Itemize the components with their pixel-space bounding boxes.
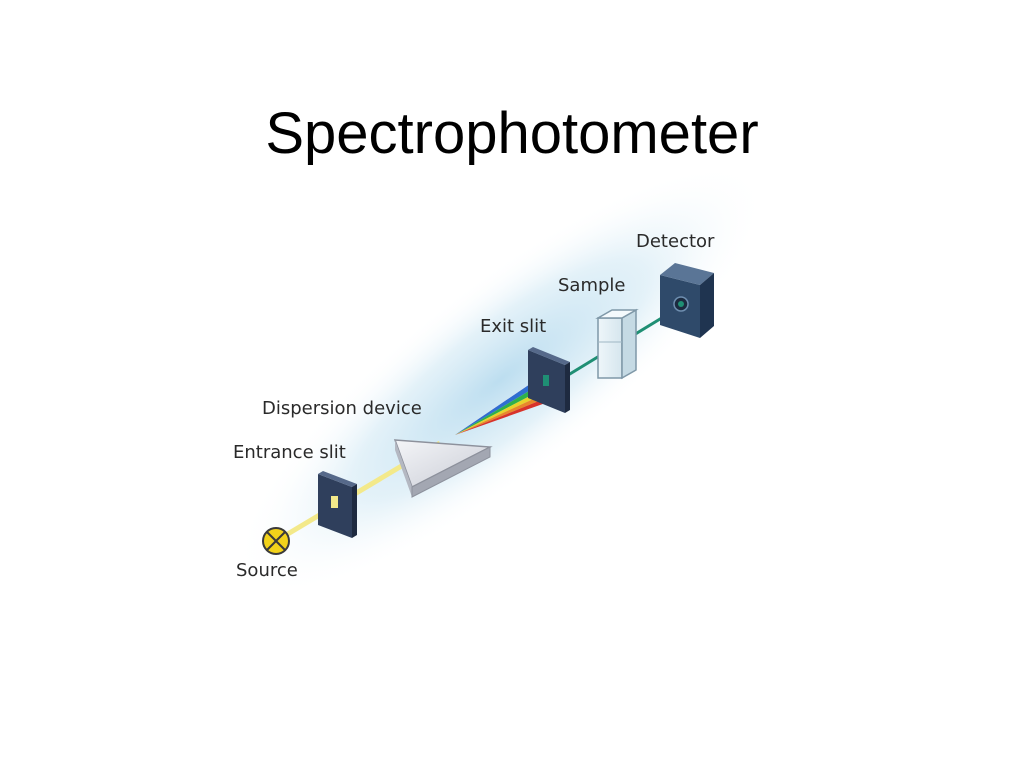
label-detector: Detector bbox=[636, 231, 715, 252]
sample-cuvette bbox=[595, 308, 639, 380]
spectrum-band-blue bbox=[455, 372, 551, 435]
label-entrance-slit: Entrance slit bbox=[233, 442, 346, 463]
label-sample: Sample bbox=[558, 275, 626, 296]
slide-title: Spectrophotometer bbox=[265, 101, 759, 166]
label-source: Source bbox=[236, 560, 298, 581]
label-dispersion-device: Dispersion device bbox=[262, 398, 422, 419]
detector-box bbox=[660, 263, 714, 338]
source-lamp-icon bbox=[262, 527, 290, 555]
spectrum-band-red bbox=[455, 394, 557, 435]
exit-slit-plate bbox=[528, 347, 570, 413]
dispersion-prism bbox=[393, 439, 493, 498]
label-exit-slit: Exit slit bbox=[480, 316, 546, 337]
spectrum-band-orange bbox=[455, 389, 556, 435]
entrance-slit-plate bbox=[318, 471, 357, 538]
